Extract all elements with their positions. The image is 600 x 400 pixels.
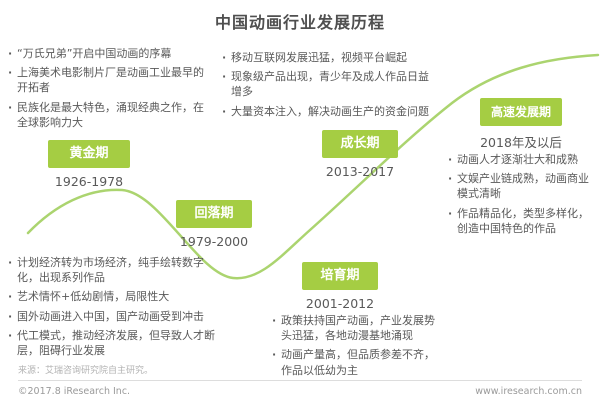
bullet-item: 艺术情怀+低幼剧情，局限性大 xyxy=(8,289,216,304)
stage-bullets-growth-era: 移动互联网发展迅猛，视频平台崛起 现象级产品出现，青少年及成人作品日益增多 大量… xyxy=(222,50,438,123)
stage-period-golden-era: 1926-1978 xyxy=(54,174,124,189)
stage-bullets-golden-era: “万氏兄弟”开启中国动画的序幕 上海美术电影制片厂是动画工业最早的开拓者 民族化… xyxy=(8,46,208,134)
stage-badge-growth-era: 成长期 xyxy=(322,130,398,158)
bullet-item: 动画人才逐渐壮大和成熟 xyxy=(448,152,596,167)
bullet-item: 现象级产品出现，青少年及成人作品日益增多 xyxy=(222,69,438,99)
bullet-item: 大量资本注入，解决动画生产的资金问题 xyxy=(222,104,438,119)
bullet-item: 计划经济转为市场经济，纯手绘转数字化，出现系列作品 xyxy=(8,255,216,285)
bullet-item: 作品精品化，类型多样化，创造中国特色的作品 xyxy=(448,206,596,236)
bullet-item: “万氏兄弟”开启中国动画的序幕 xyxy=(8,46,208,61)
stage-bullets-cultivation-era: 政策扶持国产动画，产业发展势头迅猛，各地动漫基地涌现 动画产量高，但品质参差不齐… xyxy=(272,313,444,382)
stage-bullets-rapid-development-era: 动画人才逐渐壮大和成熟 文娱产业链成熟，动画商业模式清晰 作品精品化，类型多样化… xyxy=(448,152,596,240)
stage-period-decline-era: 1979-2000 xyxy=(179,234,249,249)
source-note: 来源：艾瑞咨询研究院自主研究。 xyxy=(18,366,154,376)
footer-divider xyxy=(18,380,582,381)
stage-badge-rapid-development-era: 高速发展期 xyxy=(480,98,562,126)
stage-bullets-decline-era: 计划经济转为市场经济，纯手绘转数字化，出现系列作品 艺术情怀+低幼剧情，局限性大… xyxy=(8,255,216,362)
stage-badge-decline-era: 回落期 xyxy=(176,200,252,228)
bullet-item: 代工模式，推动经济发展，但导致人才断层，阻碍行业发展 xyxy=(8,328,216,358)
bullet-item: 政策扶持国产动画，产业发展势头迅猛，各地动漫基地涌现 xyxy=(272,313,444,343)
bullet-item: 动画产量高，但品质参差不齐，作品以低幼为主 xyxy=(272,347,444,377)
bullet-item: 民族化是最大特色，涌现经典之作，在全球影响力大 xyxy=(8,100,208,130)
website-url: www.iresearch.com.cn xyxy=(475,386,582,397)
bullet-item: 国外动画进入中国，国产动画受到冲击 xyxy=(8,309,216,324)
bullet-item: 上海美术电影制片厂是动画工业最早的开拓者 xyxy=(8,65,208,95)
bullet-item: 文娱产业链成熟，动画商业模式清晰 xyxy=(448,171,596,201)
stage-badge-cultivation-era: 培育期 xyxy=(302,262,378,290)
copyright-text: ©2017.8 iResearch Inc. xyxy=(18,386,131,397)
stage-period-growth-era: 2013-2017 xyxy=(325,164,395,179)
bullet-item: 移动互联网发展迅猛，视频平台崛起 xyxy=(222,50,438,65)
stage-period-cultivation-era: 2001-2012 xyxy=(305,296,375,311)
stage-badge-golden-era: 黄金期 xyxy=(48,140,130,168)
development-curve-path xyxy=(26,53,600,280)
stage-period-rapid-development-era: 2018年及以后 xyxy=(480,135,562,150)
page-title: 中国动画行业发展历程 xyxy=(214,13,385,32)
